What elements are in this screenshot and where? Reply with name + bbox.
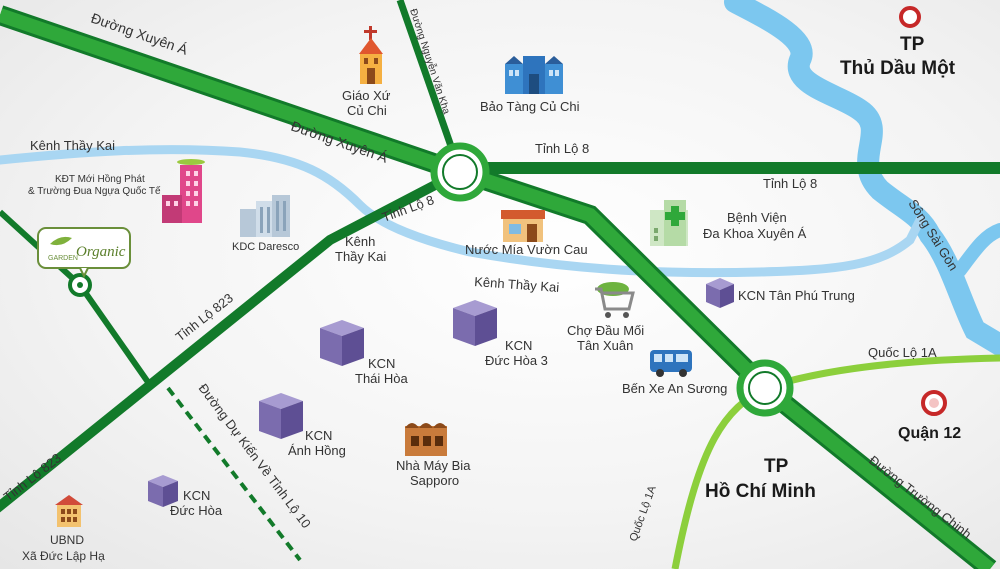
residential-building-icon xyxy=(240,195,290,237)
label-kenh-thay-kai-3: Kênh Thầy Kai xyxy=(474,274,560,295)
label-kcn-duc-hoa-line1: KCN xyxy=(183,488,210,503)
brewery-icon xyxy=(405,423,447,456)
road-nguyen-van-kha xyxy=(396,0,464,174)
roundabout-west xyxy=(68,273,92,297)
label-cho-dau-moi-line1: Chợ Đầu Mối xyxy=(567,323,644,338)
label-kcn-duc-hoa3-line2: Đức Hòa 3 xyxy=(485,353,548,368)
label-kenh-thay-kai-2-line1: Kênh xyxy=(345,234,375,249)
label-kcn-anh-hong-line1: KCN xyxy=(305,428,332,443)
roundabout-xuyen-a xyxy=(430,142,490,202)
label-ben-xe: Bến Xe An Sương xyxy=(622,381,727,396)
label-ubnd-line1: UBND xyxy=(50,533,84,547)
road-tinh-lo-823 xyxy=(0,167,463,513)
garden-organic-logo[interactable]: GARDEN Organic xyxy=(37,227,131,279)
canal-kenh-thay-kai xyxy=(0,145,925,278)
label-cho-dau-moi-line2: Tân Xuân xyxy=(577,338,633,353)
road-xuyen-a-inner xyxy=(0,8,995,569)
industrial-park-icon-tan-phu-trung xyxy=(706,278,734,308)
hospital-icon xyxy=(650,200,688,246)
shopping-cart-icon xyxy=(595,282,635,318)
industrial-park-icon-duc-hoa xyxy=(148,475,178,507)
label-benh-vien-line2: Đa Khoa Xuyên Á xyxy=(703,226,807,241)
juice-shop-icon xyxy=(501,210,545,242)
label-road-quoc-lo-1a-south: Quốc Lộ 1A xyxy=(628,484,659,543)
label-thu-dau-mot-line1: TP xyxy=(900,34,925,55)
road-quoc-lo-1a-south xyxy=(671,384,767,569)
label-ho-chi-minh-line2: Hồ Chí Minh xyxy=(705,481,816,502)
logo-brand-top: GARDEN xyxy=(48,255,78,262)
label-kcn-thai-hoa-line2: Thái Hòa xyxy=(355,371,409,386)
road-quoc-lo-1a-east xyxy=(763,354,1000,392)
river-song-sai-gon-branch xyxy=(953,223,1000,277)
label-nha-may-bia-line1: Nhà Máy Bia xyxy=(396,458,471,473)
label-road-nguyen-van-kha: Đường Nguyễn Văn Khạ xyxy=(407,7,453,116)
label-kdc-daresco: KDC Daresco xyxy=(232,241,299,253)
industrial-park-icon-anh-hong xyxy=(259,393,303,439)
church-icon xyxy=(359,26,383,84)
label-giao-xu-line2: Củ Chi xyxy=(347,103,387,118)
river-song-sai-gon xyxy=(724,0,1000,356)
label-ho-chi-minh-line1: TP xyxy=(764,456,789,477)
label-quan-12: Quận 12 xyxy=(898,425,961,442)
label-giao-xu-line1: Giáo Xứ xyxy=(342,88,391,103)
leaf-icon xyxy=(50,236,72,246)
label-kcn-anh-hong-line2: Ánh Hồng xyxy=(288,443,346,458)
label-kdt-line2: & Trường Đua Ngựa Quốc Tế xyxy=(28,185,161,197)
label-nha-may-bia-line2: Sapporo xyxy=(410,473,459,488)
roundabout-an-suong xyxy=(736,359,794,417)
urban-area-building-icon xyxy=(162,159,205,223)
label-benh-vien-line1: Bệnh Viện xyxy=(727,210,787,225)
label-road-tinh-lo-8-east: Tỉnh Lộ 8 xyxy=(535,141,589,156)
label-kdt-line1: KĐT Mới Hồng Phát xyxy=(55,173,145,185)
label-road-tinh-lo-8-right: Tỉnh Lộ 8 xyxy=(763,176,817,191)
label-nuoc-mia: Nước Mía Vườn Cau xyxy=(465,242,588,257)
museum-icon xyxy=(505,56,563,94)
label-kenh-thay-kai-2-line2: Thầy Kai xyxy=(335,249,386,264)
label-road-quoc-lo-1a-east: Quốc Lộ 1A xyxy=(868,345,937,360)
label-kcn-duc-hoa-line2: Đức Hòa xyxy=(170,503,223,518)
label-bao-tang: Bảo Tàng Củ Chi xyxy=(480,99,580,114)
label-road-tinh-lo-823-b: Tỉnh Lộ 823 xyxy=(1,450,64,504)
government-building-icon xyxy=(55,495,83,527)
label-kcn-tan-phu-trung: KCN Tân Phú Trung xyxy=(738,288,855,303)
bus-icon xyxy=(650,350,692,377)
label-road-truong-chinh: Đường Trường Chinh xyxy=(866,453,974,542)
label-kcn-thai-hoa-line1: KCN xyxy=(368,356,395,371)
city-marker-thu-dau-mot xyxy=(899,6,921,28)
label-ubnd-line2: Xã Đức Lập Hạ xyxy=(22,549,105,563)
logo-brand-script: Organic xyxy=(76,244,126,260)
road-du-kien-tinh-lo-10 xyxy=(166,386,302,562)
city-marker-quan-12 xyxy=(921,390,947,416)
label-thu-dau-mot-line2: Thủ Dầu Một xyxy=(840,58,956,79)
label-kcn-duc-hoa3-line1: KCN xyxy=(505,338,532,353)
industrial-park-icon-thai-hoa xyxy=(320,320,364,366)
industrial-park-icon-duc-hoa-3 xyxy=(453,300,497,346)
label-kenh-thay-kai-1: Kênh Thầy Kai xyxy=(30,138,115,153)
